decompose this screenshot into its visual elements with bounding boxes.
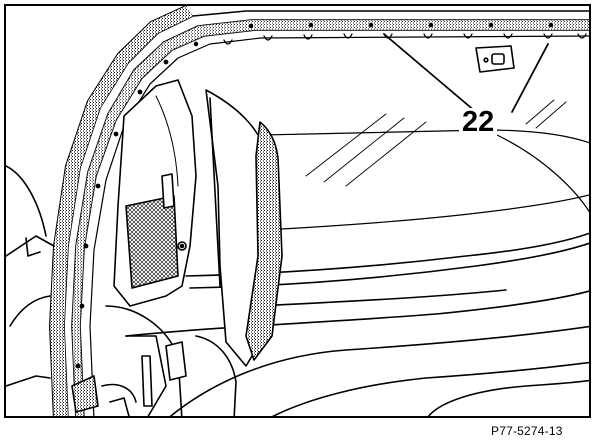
callout-22-leaders xyxy=(383,33,549,113)
figure-reference-code: P77-5274-13 xyxy=(491,424,563,438)
a-pillar-trim-panel xyxy=(113,79,197,307)
door-panel xyxy=(6,165,55,387)
pillar-fasteners xyxy=(75,59,169,369)
glass-reflections xyxy=(305,99,567,187)
mirror-mount xyxy=(475,45,515,73)
lower-interior xyxy=(71,305,237,416)
pillar-cover-removed xyxy=(205,89,283,367)
dashboard-top xyxy=(125,232,589,416)
roof-frame-outer-trim xyxy=(6,6,589,416)
windshield-frame-illustration xyxy=(6,6,589,416)
callout-label-22: 22 xyxy=(459,108,498,137)
illustration-frame: 22 xyxy=(4,4,591,418)
